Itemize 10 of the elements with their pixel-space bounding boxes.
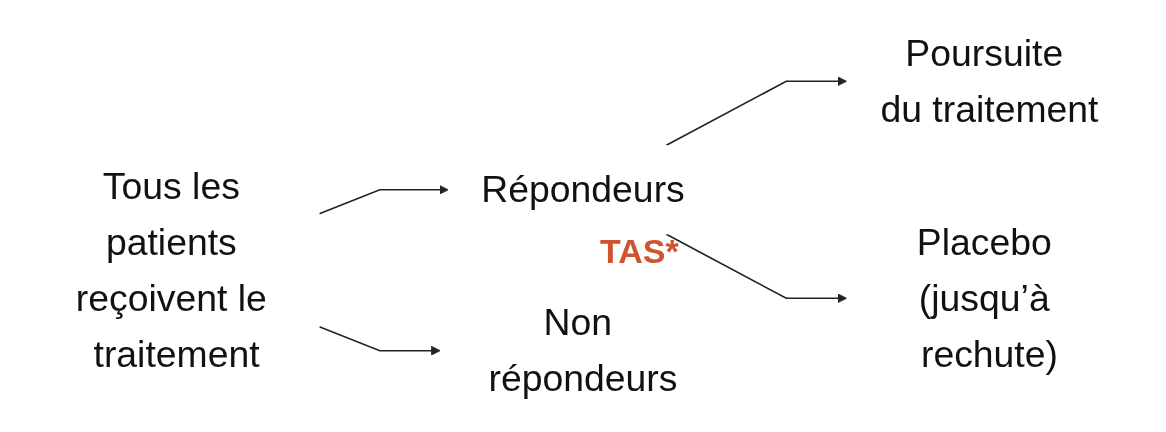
arrow <box>665 233 848 304</box>
arrow <box>665 76 848 147</box>
node-text: Répondeurs <box>481 168 685 211</box>
arrow <box>318 325 441 356</box>
node-text: Placebo (jusqu’à rechute) <box>916 220 1058 375</box>
node-text: Non répondeurs <box>488 301 678 400</box>
node-text: Poursuite du traitement <box>880 31 1099 130</box>
note-text: TAS* <box>600 232 679 271</box>
node-text: Tous les patients reçoivent le traitement <box>75 164 267 375</box>
arrow <box>318 184 449 215</box>
